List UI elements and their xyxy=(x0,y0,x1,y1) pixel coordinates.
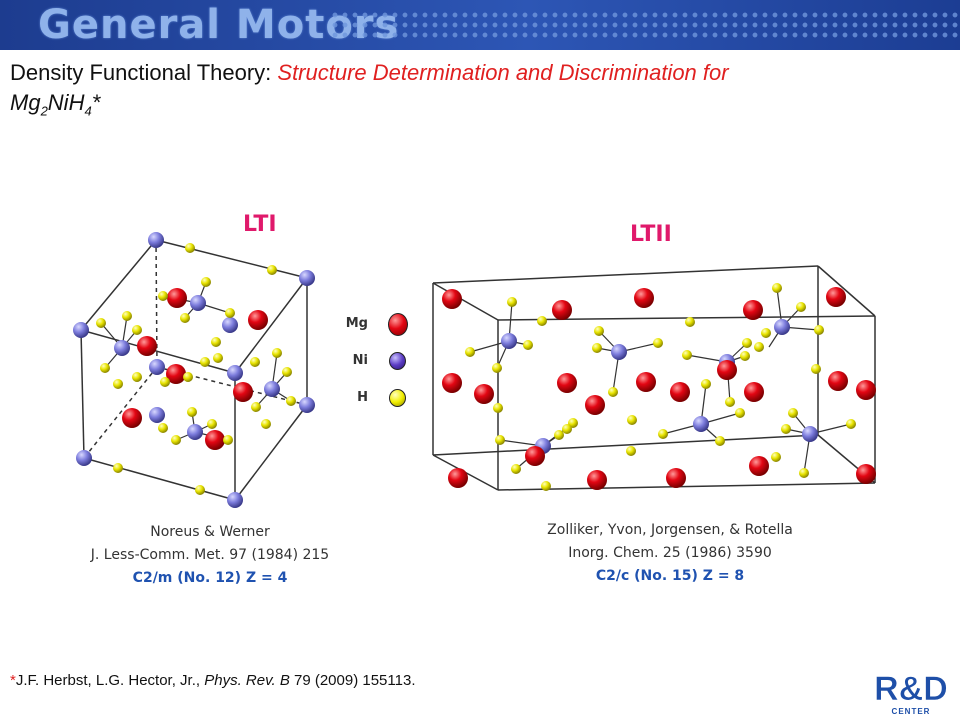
logo-sub: CENTER xyxy=(892,707,931,716)
legend-ni: Ni xyxy=(330,349,410,373)
structure-label-ltii: LTII xyxy=(630,222,672,247)
legend-ni-label: Ni xyxy=(352,353,368,368)
footnote-citation: *J.F. Herbst, L.G. Hector, Jr., Phys. Re… xyxy=(10,672,415,689)
formula-star: * xyxy=(91,90,101,115)
legend-h: H xyxy=(330,386,410,410)
reference-lti-journal: J. Less-Comm. Met. 97 (1984) 215 xyxy=(90,547,330,563)
legend-mg: Mg xyxy=(330,312,410,336)
lti-unit-cell xyxy=(80,239,308,501)
ltii-bonds xyxy=(469,287,852,474)
h-swatch-icon xyxy=(389,389,406,407)
formula-mg: Mg xyxy=(10,90,41,115)
title-italic: Structure Determination and Discriminati… xyxy=(277,60,729,85)
logo-text: R&D xyxy=(874,670,948,708)
lti-atoms xyxy=(73,232,315,508)
mg-swatch-icon xyxy=(388,313,408,336)
footnote-authors: J.F. Herbst, L.G. Hector, Jr., xyxy=(15,672,205,689)
reference-ltii: Zolliker, Yvon, Jorgensen, & Rotella Ino… xyxy=(490,519,850,588)
reference-ltii-group: C2/c (No. 15) Z = 8 xyxy=(595,568,745,584)
ni-swatch-icon xyxy=(389,352,406,370)
reference-lti-authors: Noreus & Werner xyxy=(150,524,270,540)
ltii-atoms xyxy=(442,283,876,491)
reference-lti-group: C2/m (No. 12) Z = 4 xyxy=(132,570,288,586)
reference-lti: Noreus & Werner J. Less-Comm. Met. 97 (1… xyxy=(50,521,370,590)
footnote-rest: 79 (2009) 155113. xyxy=(289,672,416,689)
footnote-star: * xyxy=(10,672,16,689)
reference-ltii-authors: Zolliker, Yvon, Jorgensen, & Rotella xyxy=(547,522,793,538)
formula-sub-4: 4 xyxy=(84,103,92,119)
banner-dot-pattern xyxy=(330,10,960,42)
reference-ltii-journal: Inorg. Chem. 25 (1986) 3590 xyxy=(568,545,772,561)
formula-sub-2: 2 xyxy=(40,103,48,119)
legend-h-label: H xyxy=(357,390,368,405)
rd-center-logo: R&D CENTER xyxy=(872,662,950,718)
structure-label-lti: LTI xyxy=(243,212,277,237)
footnote-journal: Phys. Rev. B xyxy=(204,672,290,689)
title-lead: Density Functional Theory: xyxy=(10,60,278,85)
title-formula: Mg2NiH4* xyxy=(10,90,101,119)
header-banner: General Motors xyxy=(0,0,960,50)
legend-mg-label: Mg xyxy=(345,316,368,331)
formula-nih: NiH xyxy=(47,90,85,115)
slide-title: Density Functional Theory: Structure Det… xyxy=(10,58,930,126)
